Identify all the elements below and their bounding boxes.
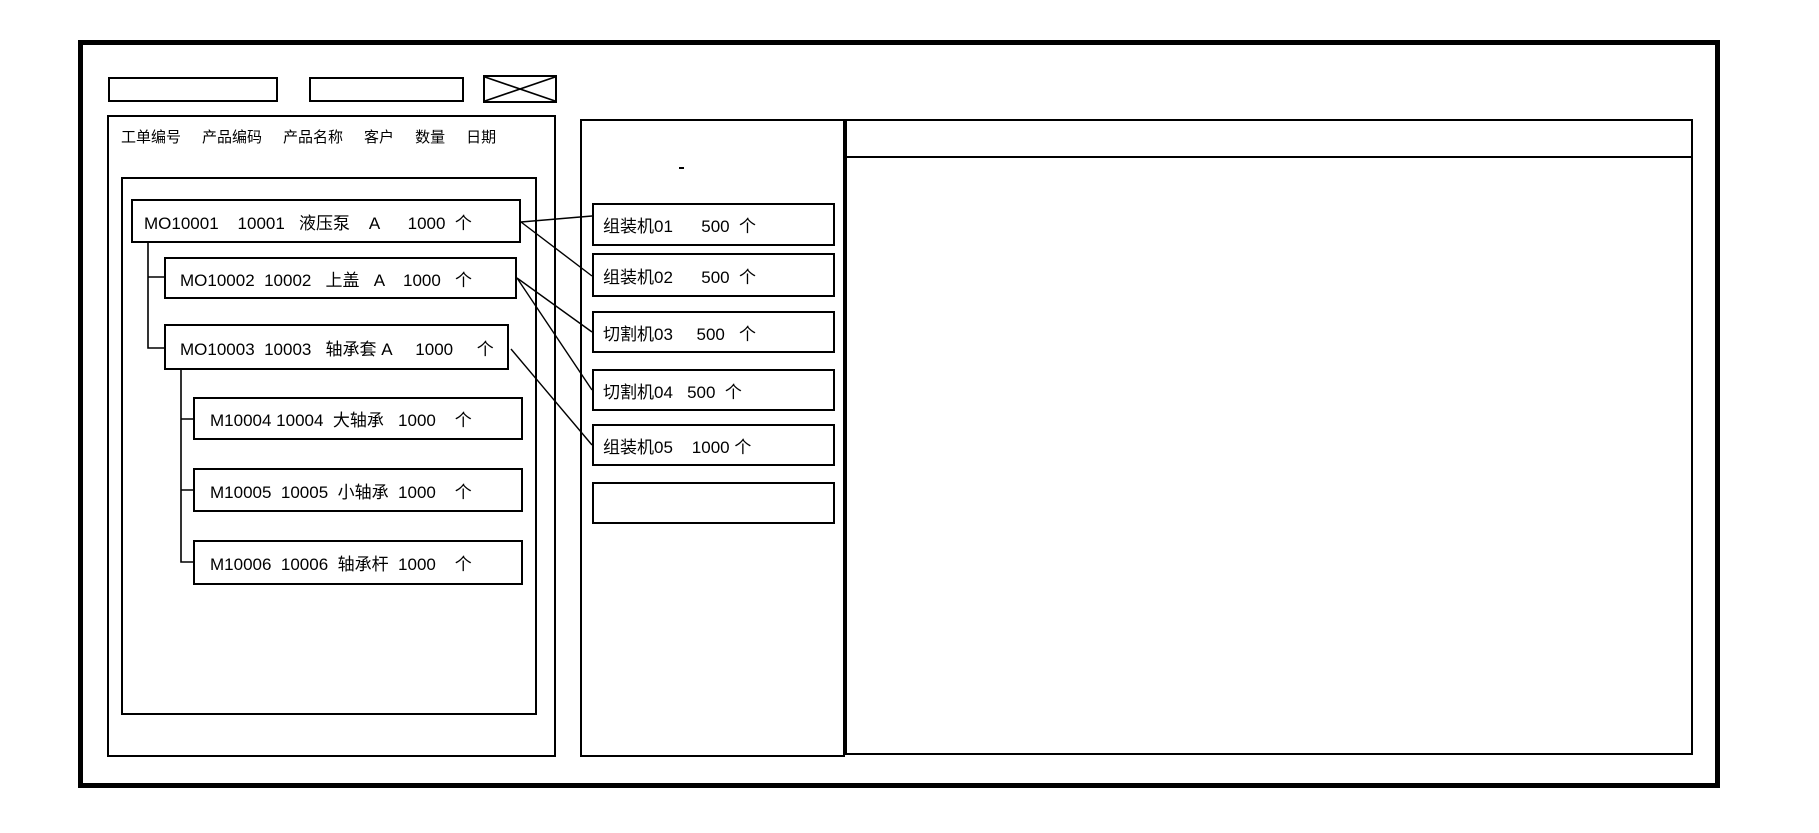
toolbar-field-2[interactable] (309, 77, 464, 102)
machine-box-empty[interactable] (592, 482, 835, 524)
column-header-product-name: 产品名称 (283, 129, 344, 146)
order-node-mo10003[interactable]: MO10003 10003 轴承套 A 1000 个 (164, 324, 509, 370)
machine-box-04[interactable]: 切割机04 500 个 (592, 369, 835, 411)
order-node-m10004[interactable]: M10004 10004 大轴承 1000 个 (193, 397, 523, 440)
dot-mark (679, 167, 684, 169)
x-crossed-icon (485, 77, 555, 101)
toolbar-field-1[interactable] (108, 77, 278, 102)
detail-panel (845, 119, 1693, 755)
order-node-mo10002[interactable]: MO10002 10002 上盖 A 1000 个 (164, 257, 517, 299)
detail-panel-header-rule (845, 156, 1693, 158)
order-node-m10006[interactable]: M10006 10006 轴承杆 1000 个 (193, 540, 523, 585)
window-frame (78, 40, 1720, 788)
machine-box-01[interactable]: 组装机01 500 个 (592, 203, 835, 246)
order-column-headers: 工单编号 产品编码 产品名称 客户 数量 日期 (121, 126, 541, 146)
order-node-mo10001[interactable]: MO10001 10001 液压泵 A 1000 个 (131, 199, 521, 243)
column-header-customer: 客户 (364, 129, 395, 146)
column-header-product-code: 产品编码 (202, 129, 263, 146)
machine-box-05[interactable]: 组装机05 1000 个 (592, 424, 835, 466)
x-placeholder-box[interactable] (483, 75, 557, 103)
column-header-order-no: 工单编号 (121, 129, 182, 146)
column-header-date: 日期 (466, 129, 497, 146)
order-node-m10005[interactable]: M10005 10005 小轴承 1000 个 (193, 468, 523, 512)
machine-box-03[interactable]: 切割机03 500 个 (592, 311, 835, 353)
column-header-qty: 数量 (415, 129, 446, 146)
machine-box-02[interactable]: 组装机02 500 个 (592, 253, 835, 297)
